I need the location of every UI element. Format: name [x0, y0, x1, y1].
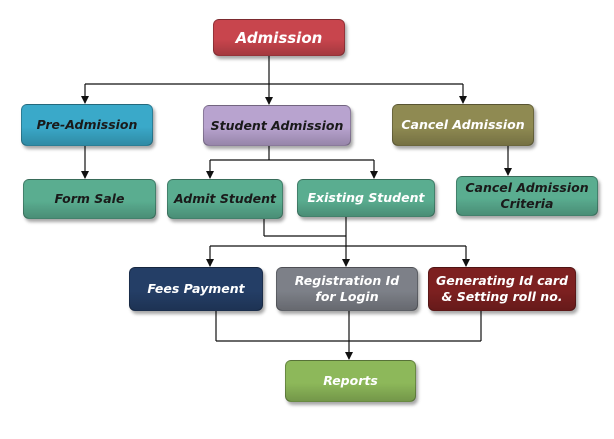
node-fees-payment-label: Fees Payment	[147, 281, 245, 296]
node-registration-id-label: Registration Id for Login	[294, 273, 400, 304]
node-generating-id-card-label: Generating Id card & Setting roll no.	[435, 273, 569, 304]
node-reports: Reports	[285, 360, 416, 402]
node-form-sale-label: Form Sale	[54, 191, 125, 206]
node-form-sale: Form Sale	[23, 179, 156, 219]
node-cancel-admission-criteria-label: Cancel Admission Criteria	[465, 180, 589, 211]
node-fees-payment: Fees Payment	[129, 267, 263, 311]
node-admission: Admission	[213, 19, 345, 56]
node-admit-student-label: Admit Student	[173, 191, 277, 206]
node-admission-label: Admission	[235, 28, 323, 47]
node-existing-student-label: Existing Student	[307, 190, 425, 205]
node-reports-label: Reports	[323, 373, 378, 388]
node-pre-admission-label: Pre-Admission	[36, 117, 138, 132]
node-cancel-admission-label: Cancel Admission	[401, 117, 525, 132]
node-student-admission: Student Admission	[203, 105, 351, 146]
node-cancel-admission: Cancel Admission	[392, 104, 534, 146]
node-admit-student: Admit Student	[167, 179, 283, 219]
node-registration-id: Registration Id for Login	[276, 267, 418, 311]
node-existing-student: Existing Student	[297, 179, 435, 217]
node-student-admission-label: Student Admission	[210, 117, 344, 133]
node-generating-id-card: Generating Id card & Setting roll no.	[428, 267, 576, 311]
node-pre-admission: Pre-Admission	[21, 104, 153, 146]
node-cancel-admission-criteria: Cancel Admission Criteria	[456, 176, 598, 216]
